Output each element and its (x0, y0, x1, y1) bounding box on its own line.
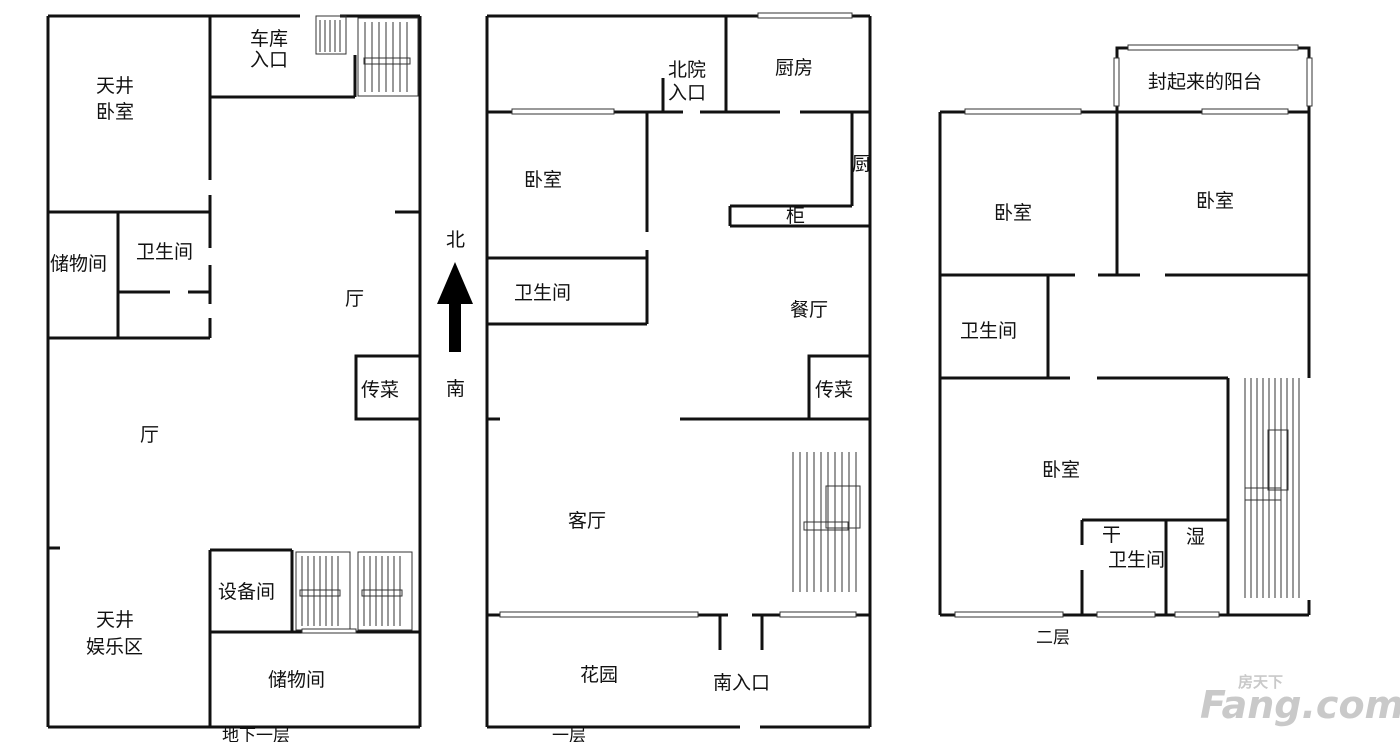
second-floor-label: 二层 (1036, 628, 1070, 648)
compass-north-label: 北 (446, 229, 465, 251)
bathroom-label: 卫生间 (514, 282, 571, 304)
bathroom-label: 卫生间 (136, 241, 193, 263)
second-floor-plan: 封起来的阳台 卧室 卧室 卫生间 卧室 干 湿 卫生间 二层 (938, 44, 1313, 648)
bedroom-left-label: 卧室 (994, 202, 1032, 224)
dry-label: 干 (1102, 524, 1121, 546)
dining-label: 餐厅 (790, 299, 828, 321)
enclosed-balcony-label: 封起来的阳台 (1148, 71, 1262, 93)
north-court-label-2: 入口 (668, 82, 706, 104)
bedroom-label: 卧室 (524, 169, 562, 191)
compass: 北 南 (437, 229, 473, 400)
bathroom-main-label: 卫生间 (1108, 549, 1165, 571)
serving-label: 传菜 (361, 379, 399, 401)
watermark-brand-cn: 房天下 (1238, 673, 1283, 691)
garage-entry-label-2: 入口 (250, 49, 288, 71)
skylight-bedroom-label-1: 天井 (96, 75, 134, 97)
storage-left-label: 储物间 (50, 253, 107, 275)
living-label: 客厅 (568, 510, 606, 532)
stairs-second (1244, 378, 1300, 598)
bathroom-left-label: 卫生间 (960, 320, 1017, 342)
first-floor-label: 一层 (552, 726, 586, 742)
bedroom-right-label: 卧室 (1196, 190, 1234, 212)
wet-label: 湿 (1186, 526, 1205, 548)
equipment-room-label: 设备间 (218, 581, 275, 603)
stairs-top (315, 15, 419, 97)
skylight-bedroom-label-2: 卧室 (96, 101, 134, 123)
south-entry-label: 南入口 (713, 672, 770, 694)
garage-entry-label-1: 车库 (250, 28, 288, 50)
compass-south-label: 南 (446, 378, 465, 400)
serving-label: 传菜 (815, 379, 853, 401)
hall-center-label: 厅 (140, 424, 159, 446)
skylight-ent-label-2: 娱乐区 (86, 636, 143, 658)
storage-bottom-label: 储物间 (268, 669, 325, 691)
basement-floor-plan: 车库 入口 天井 卧室 储物间 卫生间 厅 传菜 厅 设备间 天井 娱乐区 储物… (46, 14, 422, 742)
skylight-ent-label-1: 天井 (96, 609, 134, 631)
bedroom-main-label: 卧室 (1042, 459, 1080, 481)
north-arrow-icon (437, 262, 473, 352)
north-court-label-1: 北院 (668, 59, 706, 81)
watermark: 房天下 Fang.com (1200, 673, 1400, 727)
first-floor-plan: 北院 入口 厨房 厨 柜 卧室 卫生间 餐厅 传菜 客厅 花园 南入口 一层 (485, 12, 872, 742)
stairs-first (792, 452, 861, 592)
stairs-bottom (295, 551, 413, 634)
kitchen-small-label: 厨 (852, 153, 871, 175)
hall-right-label: 厅 (345, 288, 364, 310)
cabinet-label: 柜 (786, 205, 805, 227)
watermark-brand: Fang.com (1200, 683, 1400, 727)
kitchen-label: 厨房 (775, 57, 813, 79)
basement-floor-label: 地下一层 (222, 726, 290, 742)
garden-label: 花园 (580, 664, 618, 686)
